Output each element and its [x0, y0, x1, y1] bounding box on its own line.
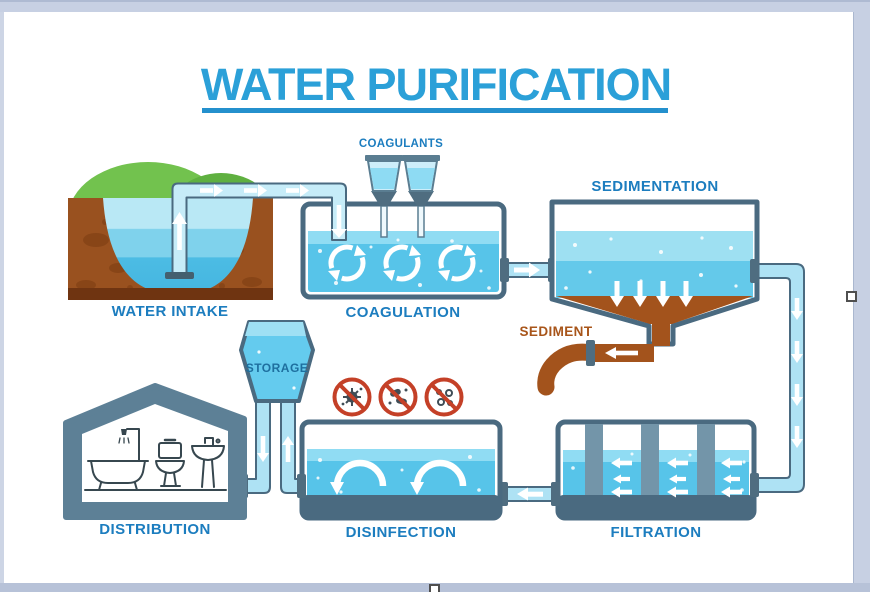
no-germ-cells-icon — [424, 377, 464, 417]
page-title: WATER PURIFICATION — [201, 59, 671, 110]
filter-baffle — [585, 424, 603, 496]
sediment-label: SEDIMENT — [520, 324, 593, 339]
bubbles — [316, 455, 481, 494]
pipe-coupling — [551, 482, 560, 506]
flow-arrows — [172, 184, 347, 250]
coagulation-tank: COAGULATION — [300, 201, 507, 321]
filtration-label: FILTRATION — [611, 524, 702, 541]
disinfection-label: DISINFECTION — [346, 524, 457, 541]
settling-arrows — [610, 281, 693, 307]
pipe-intake-to-coagulation — [165, 182, 347, 279]
hopper — [402, 155, 440, 238]
distribution-label: DISTRIBUTION — [99, 521, 210, 538]
resize-handle-bottom[interactable] — [429, 584, 440, 592]
no-microbes-icons — [332, 377, 464, 417]
frame-top-bar — [0, 0, 870, 12]
pipe-sedimentation-to-filtration — [753, 263, 805, 493]
bubbles — [571, 452, 746, 492]
frame-top-edge — [0, 0, 870, 2]
filter-baffle — [697, 424, 715, 496]
pipe-coagulation-to-sedimentation — [503, 262, 556, 278]
coagulation-label: COAGULATION — [346, 304, 461, 321]
coagulant-hoppers: COAGULANTS — [359, 138, 443, 238]
sedimentation-tank: SEDIMENTATION — [549, 178, 760, 347]
storage-tank: STORAGE — [239, 320, 315, 403]
disinfection-tank: DISINFECTION — [299, 419, 503, 541]
title-block: WATER PURIFICATION — [201, 59, 672, 113]
soil-bottom-band — [68, 288, 273, 300]
pipe-coupling — [750, 259, 759, 283]
no-virus-icon — [332, 377, 372, 417]
filter-baffle — [641, 424, 659, 496]
sedimentation-label: SEDIMENTATION — [591, 178, 718, 195]
filtration-tank: FILTRATION — [555, 419, 757, 541]
down-flow-arrows — [791, 298, 803, 448]
mixing-swirl-icons — [328, 244, 476, 282]
pipe-coupling — [500, 258, 509, 282]
toilet-icon — [155, 438, 185, 487]
hopper — [365, 155, 403, 238]
sink-icon — [191, 437, 225, 488]
storage-label: STORAGE — [246, 361, 309, 375]
pipe-coupling — [750, 473, 759, 497]
wave-arrows — [330, 459, 467, 495]
sludge-spout — [537, 343, 601, 396]
frame-left-edge — [0, 12, 4, 583]
flow-arrows — [611, 457, 742, 498]
resize-handle-right[interactable] — [846, 291, 857, 302]
sediment-outlet: SEDIMENT — [520, 324, 654, 396]
no-bacteria-icon — [378, 377, 418, 417]
intake-pipe-foot — [165, 272, 194, 279]
water-intake-label: WATER INTAKE — [112, 303, 229, 320]
bathtub-icon — [87, 428, 149, 491]
bubbles — [564, 236, 738, 290]
pipe-coupling — [297, 474, 306, 498]
coagulants-label: COAGULANTS — [359, 138, 443, 150]
pipe-filtration-to-disinfection — [501, 486, 557, 502]
distribution-house: DISTRIBUTION — [63, 383, 247, 538]
pipe-coupling — [586, 340, 595, 366]
bubbles — [318, 238, 491, 290]
title-underline — [202, 108, 668, 113]
